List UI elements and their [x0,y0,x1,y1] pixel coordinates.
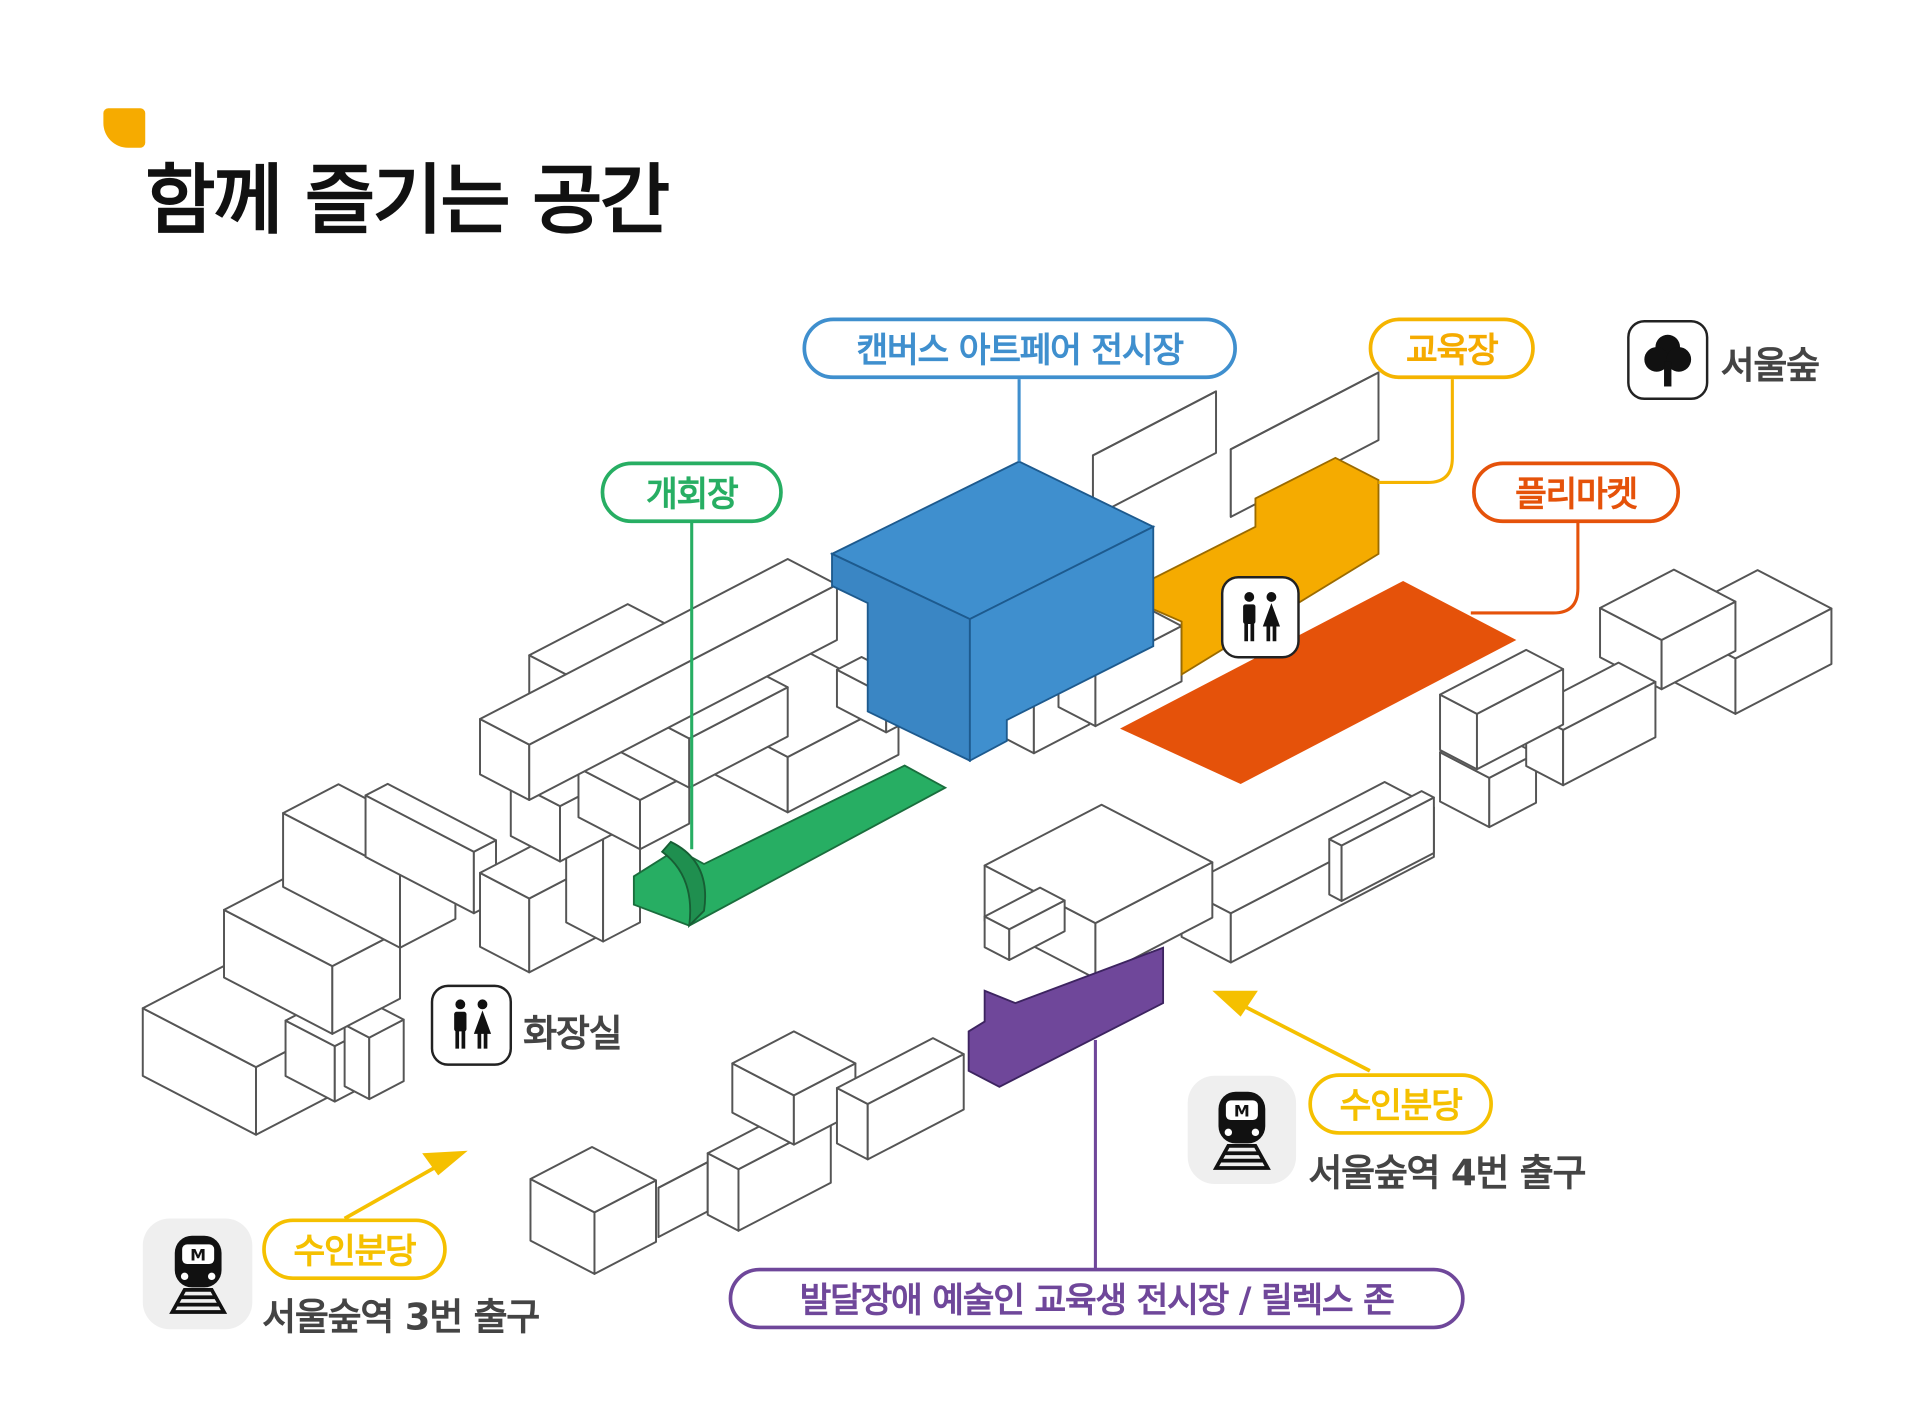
zone-opening-stage [660,840,706,929]
legend-restroom-label: 화장실 [523,1012,622,1057]
svg-text:M: M [1234,1101,1250,1120]
exit4-line-badge: 수인분당 [1308,1073,1493,1135]
metro-icon: M [1187,1075,1297,1185]
label-education: 교육장 [1368,317,1535,380]
title-bullet [103,108,146,148]
label-relax-zone: 발달장애 예술인 교육생 전시장 / 릴렉스 존 [728,1267,1465,1330]
building-face [657,1161,709,1238]
tree-icon [1627,320,1709,401]
buildings [141,371,1833,1275]
zone-education [1152,456,1380,677]
label-flea-market: 플리마켓 [1472,461,1681,524]
building-face [364,782,497,853]
zones [632,456,1517,1088]
zone-relax-top [967,946,1165,1088]
building-face [1439,648,1565,715]
building-face [1091,390,1218,457]
building-face [1328,790,1435,847]
building-face [529,1146,658,1214]
label-canvas-art-fair: 캔버스 아트페어 전시장 [802,317,1237,380]
page-title: 함께 즐기는 공간 [145,155,670,245]
building-face [1328,838,1343,902]
restroom-icon [1220,576,1300,659]
building-face [835,1037,965,1106]
exit3-line-badge: 수인분당 [262,1218,447,1281]
legend-forest-label: 서울숲 [1720,344,1820,388]
metro-icon: M [142,1218,253,1330]
svg-text:M: M [190,1245,206,1264]
building-face [983,886,1066,931]
zone-flea-market [1120,580,1517,785]
zone-canvas-right [968,525,1155,763]
building-face [1229,371,1380,451]
building-face [731,1030,857,1097]
leader-lines [343,379,1580,1271]
exit4-label: 서울숲역 4번 출구 [1308,1152,1586,1196]
exit3-label: 서울숲역 3번 출구 [262,1296,540,1340]
building-face [1091,390,1218,518]
label-opening: 개회장 [600,461,783,524]
building-face [1599,568,1737,642]
restroom-icon [430,984,513,1066]
